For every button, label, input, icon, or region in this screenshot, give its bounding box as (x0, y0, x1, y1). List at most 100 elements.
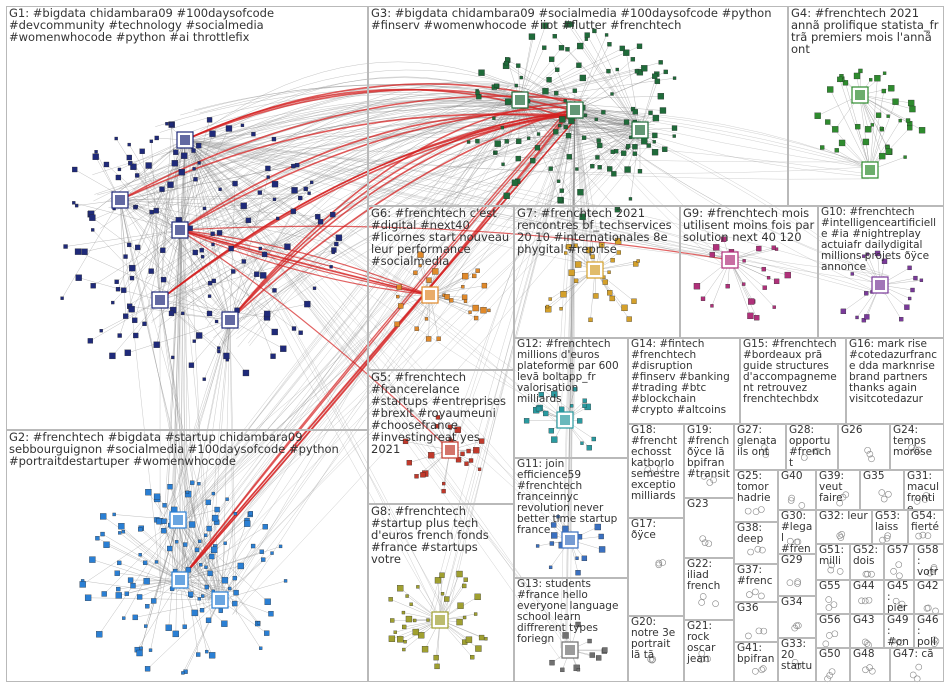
group-label-G47: G47: cã (893, 648, 934, 660)
group-G12[interactable]: G12: #frenchtech millions d'euros platef… (514, 338, 628, 458)
group-G33[interactable]: G33: 20 startu (778, 638, 816, 682)
node (477, 467, 482, 471)
group-G42[interactable]: G42 (914, 580, 944, 614)
group-G24[interactable]: G24: temps morose (890, 424, 944, 470)
group-G37[interactable]: G37: #frenc (734, 564, 778, 602)
group-G9[interactable]: G9: #frenchtech mois utilisent moins foi… (680, 206, 818, 338)
group-G48[interactable]: G48 (850, 648, 890, 682)
edge (179, 526, 266, 581)
node (439, 572, 445, 578)
hub-avatar (425, 290, 435, 300)
group-G51[interactable]: G51: milli (816, 544, 850, 580)
group-G14[interactable]: G14: #fintech #frenchtech #disruption #f… (628, 338, 740, 424)
node (231, 269, 236, 274)
group-G6[interactable]: G6: #frenchtech c'est #digital #next40 #… (368, 206, 514, 370)
node (132, 614, 138, 621)
group-G22[interactable]: G22: iliad french (684, 558, 734, 620)
node (572, 387, 578, 392)
group-G40[interactable]: G40 (778, 470, 816, 510)
node (142, 321, 147, 327)
node (773, 278, 780, 285)
group-G2[interactable]: G2: #frenchtech #bigdata #startup chidam… (6, 430, 368, 682)
group-G20[interactable]: G20: notre 3e portrait lã tã (628, 616, 684, 682)
group-G1[interactable]: G1: #bigdata chidambara09 #100daysofcode… (6, 6, 368, 430)
group-G26[interactable]: G26 (838, 424, 890, 470)
edge (229, 319, 284, 349)
group-G54[interactable]: G54: fierté (908, 510, 944, 544)
group-G5[interactable]: G5: #frenchtech #francerelance #startups… (368, 370, 514, 504)
group-G29[interactable]: G29 (778, 554, 816, 596)
edge (179, 229, 187, 524)
node (240, 202, 247, 209)
group-G28[interactable]: G28: opportu #frencht (786, 424, 838, 470)
edge (179, 105, 585, 231)
group-G13[interactable]: G13: students #france hello everyone lan… (514, 578, 628, 682)
group-G35[interactable]: G35 (860, 470, 904, 510)
group-G58[interactable]: G58: votr (914, 544, 944, 580)
edge (177, 519, 259, 623)
group-G25[interactable]: G25: tomor hadrie (734, 470, 778, 522)
node (414, 474, 419, 479)
group-G45[interactable]: G45: pier (884, 580, 914, 614)
group-G46[interactable]: G46: poll (914, 614, 944, 648)
group-G32[interactable]: G32: leur (816, 510, 872, 544)
node (551, 391, 558, 398)
edge (179, 483, 200, 581)
group-G53[interactable]: G53: laiss (872, 510, 908, 544)
node (712, 244, 720, 251)
edge (441, 109, 576, 611)
node (535, 544, 540, 548)
edge (570, 109, 576, 540)
group-label-G56: G56 (819, 614, 841, 626)
node (494, 140, 501, 147)
node (855, 123, 861, 130)
node (175, 540, 179, 544)
group-G10[interactable]: G10: #frenchtech #intelligenceartificiel… (818, 206, 944, 338)
group-G30[interactable]: G30: #legal #frenc (778, 510, 816, 554)
group-G41[interactable]: G41: bpifran (734, 642, 778, 682)
edge (171, 96, 515, 589)
group-G52[interactable]: G52: dois (850, 544, 884, 580)
group-G34[interactable]: G34 (778, 596, 816, 638)
node (264, 310, 271, 318)
group-G27[interactable]: G27: glenata ils ont (734, 424, 786, 470)
group-G43[interactable]: G43 (850, 614, 884, 648)
group-G55[interactable]: G55 (816, 580, 850, 614)
group-G8[interactable]: G8: #frenchtech #startup plus tech d'eur… (368, 504, 514, 682)
edge (184, 139, 735, 260)
group-G7[interactable]: G7: #frenchtech 2021 rencontres bf_techs… (514, 206, 680, 338)
node (199, 248, 204, 253)
group-G57[interactable]: G57 (884, 544, 914, 580)
group-G49[interactable]: G49: #on (884, 614, 914, 648)
group-G38[interactable]: G38: deep (734, 522, 778, 564)
group-G44[interactable]: G44 (850, 580, 884, 614)
group-G17[interactable]: G17: ðÿce (628, 518, 684, 616)
node (869, 78, 873, 82)
group-G47[interactable]: G47: cã (890, 648, 944, 682)
node (754, 545, 762, 553)
group-G3[interactable]: G3: #bigdata chidambara09 #socialmedia #… (368, 6, 788, 206)
group-G4[interactable]: G4: #frenchtech 2021 annã prolifique sta… (788, 6, 944, 206)
group-G16[interactable]: G16: mark rise #cotedazurfrance dda mark… (846, 338, 944, 424)
group-label-G58: G58: votr (917, 544, 939, 579)
group-G21[interactable]: G21: rock oscar jean (684, 620, 734, 682)
group-G31[interactable]: G31: macul frontie (904, 470, 944, 510)
group-G56[interactable]: G56 (816, 614, 850, 648)
group-G23[interactable]: G23 (684, 498, 734, 558)
node (534, 145, 541, 151)
edge (229, 104, 589, 599)
group-G39[interactable]: G39: veut faire (816, 470, 860, 510)
node (142, 560, 148, 565)
group-G15[interactable]: G15: #frenchtech #bordeaux prã guide str… (740, 338, 846, 424)
group-G19[interactable]: G19: #french ðÿce lã bpifran #transit (684, 424, 734, 498)
node (169, 121, 174, 127)
node (862, 254, 866, 258)
group-label-G32: G32: leur (819, 510, 868, 522)
node (265, 165, 271, 172)
group-G11[interactable]: G11: join efficience59 #frenchtech franc… (514, 458, 628, 578)
node (334, 241, 339, 247)
group-G50[interactable]: G50 (816, 648, 850, 682)
group-G18[interactable]: G18: #frencht echosst katborlo semestre … (628, 424, 684, 518)
edge (134, 139, 186, 321)
group-G36[interactable]: G36 (734, 602, 778, 642)
